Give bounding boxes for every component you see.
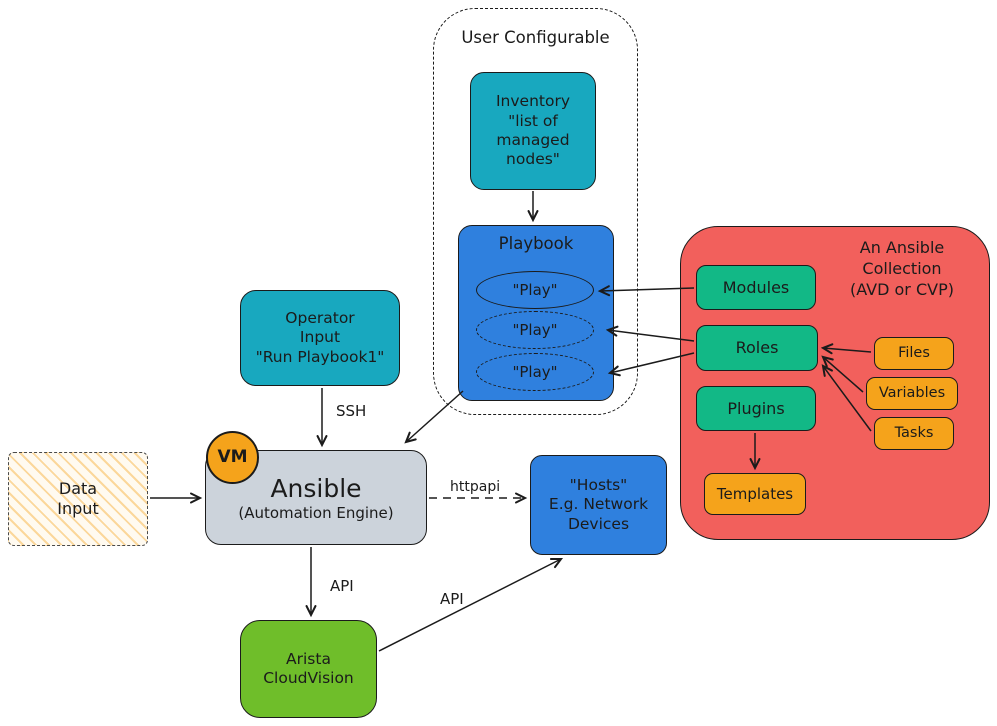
vm-badge: VM [206, 431, 259, 484]
edge-label-api-hosts: API [438, 590, 466, 608]
modules-node: Modules [696, 265, 816, 310]
ansible-collection-title: An Ansible Collection (AVD or CVP) [850, 238, 954, 299]
play-ellipse-1: "Play" [476, 271, 594, 309]
templates-node: Templates [704, 473, 806, 515]
edge-label-api-cloudvision: API [330, 577, 354, 595]
user-configurable-title: User Configurable [461, 28, 610, 47]
data-input-node: Data Input [8, 452, 148, 546]
plugins-node: Plugins [696, 386, 816, 431]
hosts-node: "Hosts" E.g. Network Devices [530, 455, 667, 555]
edge-cloudvision-hosts [378, 557, 564, 652]
variables-node: Variables [866, 377, 958, 410]
ansible-subtitle: (Automation Engine) [238, 503, 394, 522]
play-ellipse-3: "Play" [476, 353, 594, 391]
edge-label-ssh: SSH [336, 402, 367, 420]
ansible-title: Ansible [270, 473, 362, 503]
roles-node: Roles [696, 325, 818, 371]
play-ellipse-2: "Play" [476, 311, 594, 349]
files-node: Files [874, 337, 954, 370]
edge-label-httpapi: httpapi [448, 479, 503, 495]
cloudvision-node: Arista CloudVision [240, 620, 377, 718]
operator-input-node: Operator Input "Run Playbook1" [240, 290, 400, 386]
tasks-node: Tasks [874, 417, 954, 450]
inventory-node: Inventory "list of managed nodes" [470, 72, 596, 190]
user-configurable-container [433, 8, 638, 415]
playbook-title: Playbook [498, 234, 574, 253]
